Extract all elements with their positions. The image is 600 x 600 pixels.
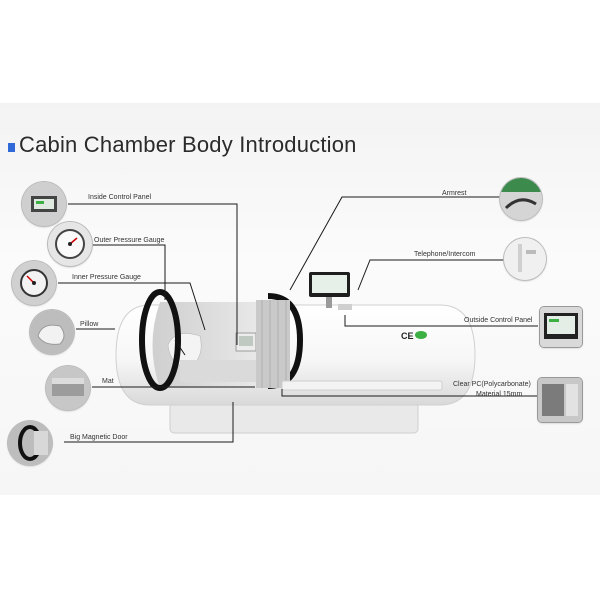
title-marker: [8, 142, 15, 152]
inside-wall-screen: [239, 336, 253, 346]
label-inside-control-panel: Inside Control Panel: [88, 194, 152, 201]
label-clear-pc-line1: Clear PC(Polycarbonate): [453, 381, 531, 388]
leader-pillow-inner: [174, 339, 186, 356]
mesh-sleeve: [256, 300, 290, 388]
leader-outside-control-panel: [344, 315, 538, 327]
side-rail: [281, 380, 443, 391]
leader-inside-control-panel: [68, 203, 238, 345]
door-frame-left: [139, 289, 181, 391]
label-inner-pressure-gauge: Inner Pressure Gauge: [72, 274, 141, 281]
title-text: Cabin Chamber Body Introduction: [19, 132, 357, 157]
control-panel-icon: [540, 307, 582, 347]
intercom-icon: [504, 238, 546, 280]
leader-inner-pressure-gauge: [58, 282, 206, 331]
control-panel-icon: [22, 182, 66, 226]
mat-icon: [46, 366, 90, 410]
label-big-magnetic-door: Big Magnetic Door: [70, 434, 128, 441]
ce-mark: CE: [401, 331, 414, 341]
page-title: Cabin Chamber Body Introduction: [8, 130, 357, 160]
pillow-icon: [30, 310, 74, 354]
pc-panel-icon: [538, 378, 582, 422]
gauge-icon: [12, 261, 56, 305]
mat-shape: [180, 360, 260, 382]
leader-armrest: [289, 196, 500, 291]
outside-control-panel-device: [309, 272, 350, 297]
leader-outer-pressure-gauge: [92, 244, 166, 300]
leader-telephone: [357, 259, 505, 291]
label-outside-control-panel: Outside Control Panel: [464, 317, 533, 324]
label-telephone-intercom: Telephone/Intercom: [414, 251, 476, 258]
label-outer-pressure-gauge: Outer Pressure Gauge: [94, 237, 165, 244]
label-clear-pc-line2: Material 15mm: [476, 391, 523, 398]
leader-clear-pc: [281, 389, 538, 397]
outside-control-panel-screen: [312, 275, 347, 293]
label-armrest: Armrest: [442, 190, 467, 197]
label-mat: Mat: [102, 378, 114, 385]
armrest-icon: [500, 178, 542, 220]
leader-big-magnetic-door: [64, 402, 234, 443]
label-pillow: Pillow: [80, 321, 99, 328]
outside-panel-mount: [338, 304, 352, 310]
green-badge: [415, 331, 427, 339]
gauge-icon: [48, 222, 92, 266]
door-icon: [8, 421, 52, 465]
